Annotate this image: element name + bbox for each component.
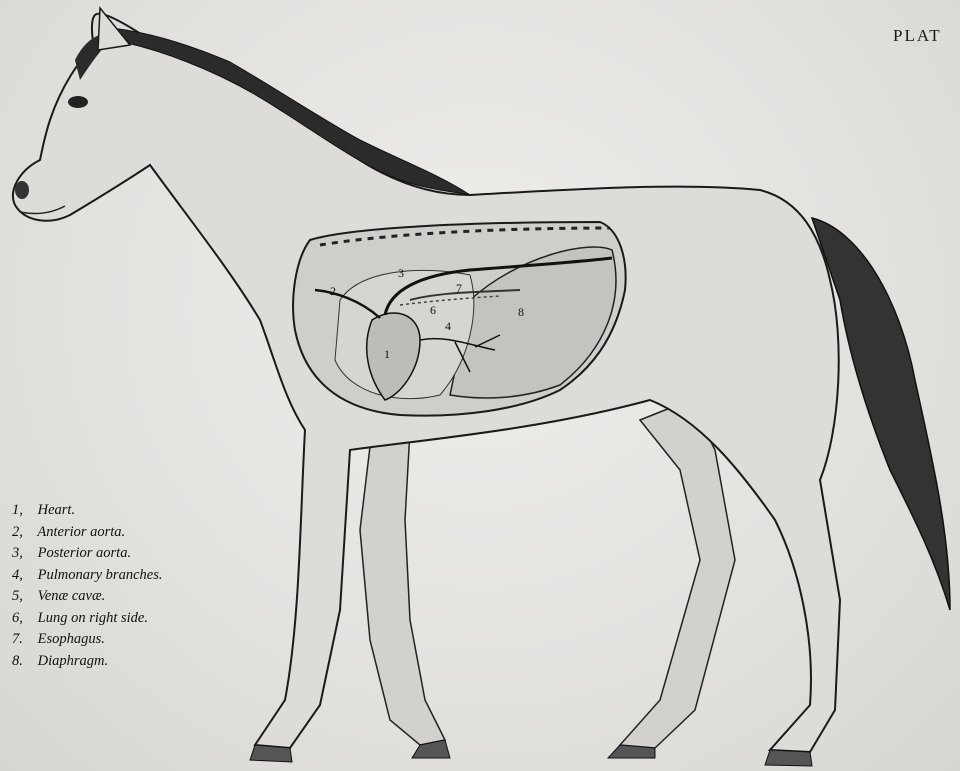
legend-label: Anterior aorta. bbox=[37, 524, 125, 540]
legend-label: Lung on right side. bbox=[38, 610, 148, 626]
legend-item: 1, Heart. bbox=[12, 500, 162, 522]
legend-item: 3, Posterior aorta. bbox=[12, 543, 162, 565]
legend-number: 7. bbox=[12, 629, 34, 651]
legend-item: 5, Venæ cavæ. bbox=[12, 586, 162, 608]
horse-nostril bbox=[15, 181, 29, 199]
hoof bbox=[608, 745, 655, 758]
hoof bbox=[765, 750, 812, 766]
label-esophagus: 7 bbox=[456, 281, 462, 295]
legend-number: 2, bbox=[12, 522, 34, 544]
legend-item: 8. Diaphragm. bbox=[12, 651, 162, 673]
legend-item: 2, Anterior aorta. bbox=[12, 522, 162, 544]
legend-label: Venæ cavæ. bbox=[38, 588, 106, 604]
legend-number: 1, bbox=[12, 500, 34, 522]
legend-label: Diaphragm. bbox=[38, 653, 109, 669]
legend-label: Posterior aorta. bbox=[38, 545, 131, 561]
legend-item: 7. Esophagus. bbox=[12, 629, 162, 651]
legend-item: 4, Pulmonary branches. bbox=[12, 565, 162, 587]
label-anterior-aorta: 2 bbox=[330, 284, 336, 298]
legend: 1, Heart. 2, Anterior aorta. 3, Posterio… bbox=[12, 500, 162, 672]
far-hindleg bbox=[620, 400, 735, 748]
label-heart: 1 bbox=[384, 347, 390, 361]
legend-label: Esophagus. bbox=[38, 631, 105, 647]
legend-number: 4, bbox=[12, 565, 34, 587]
legend-number: 8. bbox=[12, 651, 34, 673]
label-pulmonary-branches: 4 bbox=[445, 319, 451, 333]
hoof bbox=[250, 745, 292, 762]
legend-label: Pulmonary branches. bbox=[38, 567, 163, 583]
legend-label: Heart. bbox=[38, 502, 75, 518]
far-foreleg bbox=[360, 430, 445, 745]
label-diaphragm: 8 bbox=[518, 305, 524, 319]
legend-number: 3, bbox=[12, 543, 34, 565]
legend-number: 5, bbox=[12, 586, 34, 608]
label-lung: 6 bbox=[430, 303, 436, 317]
legend-item: 6, Lung on right side. bbox=[12, 608, 162, 630]
label-posterior-aorta: 3 bbox=[398, 266, 404, 280]
horse-eye bbox=[68, 96, 88, 108]
legend-number: 6, bbox=[12, 608, 34, 630]
